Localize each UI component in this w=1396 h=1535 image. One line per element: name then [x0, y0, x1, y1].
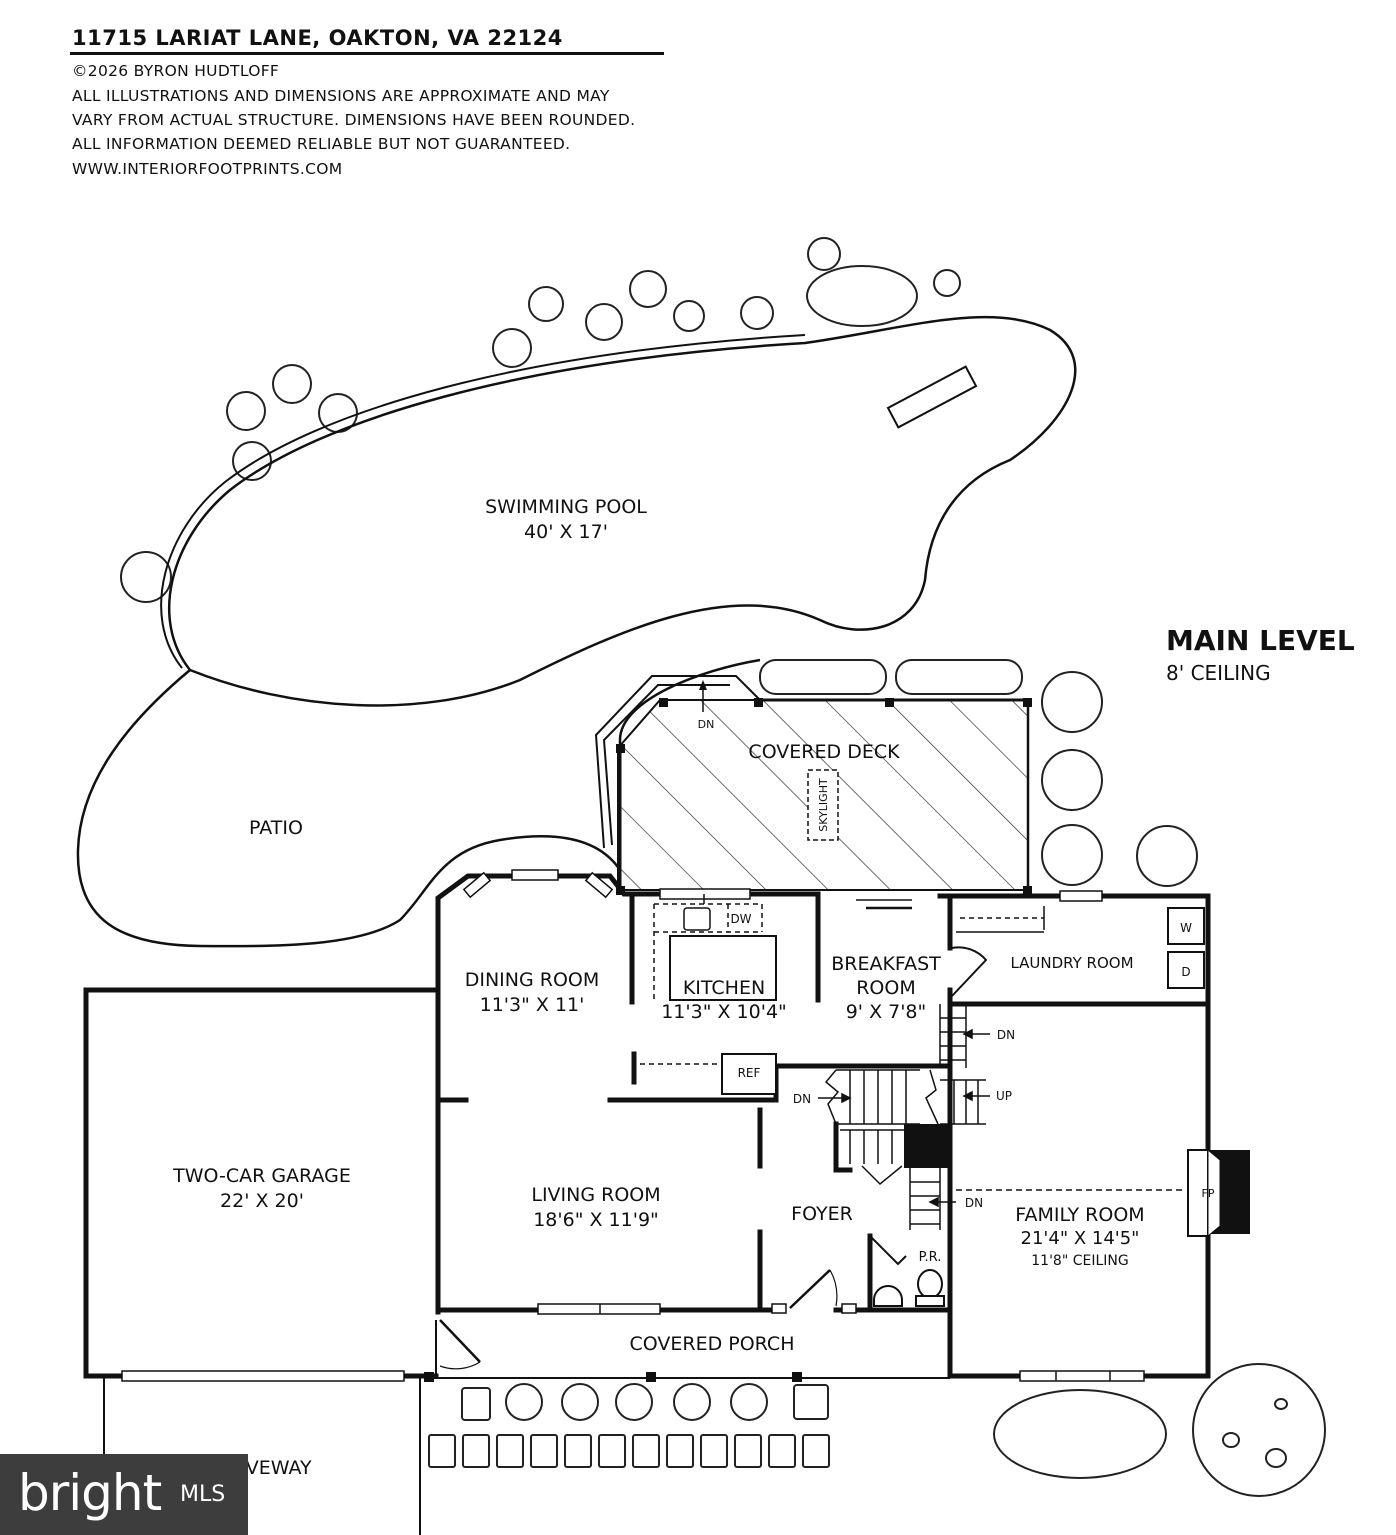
garage-label: TWO-CAR GARAGE: [172, 1165, 351, 1187]
mls-watermark: bright MLS: [0, 1454, 248, 1535]
breakfast-label-2: ROOM: [856, 977, 916, 999]
stairs: [824, 1004, 986, 1230]
deck-label: COVERED DECK: [748, 741, 900, 763]
pool-dimensions: 40' X 17': [524, 521, 608, 543]
property-address: 11715 LARIAT LANE, OAKTON, VA 22124: [72, 26, 563, 50]
deck-outer-edge: [594, 675, 761, 849]
breakfast-dimensions: 9' X 7'8": [846, 1001, 927, 1023]
dryer-label: D: [1181, 965, 1190, 979]
fireplace-label: FP: [1202, 1187, 1215, 1200]
stair-landing: [904, 1124, 952, 1168]
landscape-shrubs: [120, 237, 1326, 1497]
disclaimer-line-2: VARY FROM ACTUAL STRUCTURE. DIMENSIONS H…: [72, 111, 636, 129]
laundry-label: LAUNDRY ROOM: [1010, 954, 1133, 972]
family-dimensions: 21'4" X 14'5": [1021, 1228, 1140, 1249]
laundry-door: [951, 946, 988, 997]
living-label: LIVING ROOM: [531, 1184, 660, 1206]
refrigerator-label: REF: [738, 1066, 761, 1080]
header-rule: [70, 52, 664, 55]
pool-label: SWIMMING POOL: [485, 496, 647, 518]
breakfast-label-1: BREAKFAST: [831, 953, 941, 975]
pool-coping: [160, 334, 806, 669]
patio-label: PATIO: [249, 817, 303, 839]
kitchen-dimensions: 11'3" X 10'4": [661, 1001, 787, 1023]
washer-label: W: [1180, 921, 1192, 935]
living-dimensions: 18'6" X 11'9": [533, 1209, 659, 1231]
kitchen-label: KITCHEN: [683, 977, 765, 999]
front-pavers: [428, 1383, 830, 1468]
front-door: [789, 1269, 831, 1309]
copyright-line: ©2026 BYRON HUDTLOFF: [72, 62, 280, 80]
laundry-fixtures: [956, 906, 1205, 989]
disclaimer-line-3: ALL INFORMATION DEEMED RELIABLE BUT NOT …: [72, 135, 571, 153]
porch-label: COVERED PORCH: [630, 1333, 795, 1355]
house-walls: [83, 873, 1211, 1379]
deck-inner-edge: [602, 684, 730, 846]
kitchen-fixtures: [640, 903, 777, 1095]
dining-dimensions: 11'3" X 11': [480, 994, 585, 1016]
dining-label: DINING ROOM: [465, 969, 600, 991]
watermark-suffix: MLS: [180, 1482, 226, 1507]
diving-board: [886, 365, 978, 429]
stair-dn-label-3: DN: [965, 1196, 983, 1210]
foyer-label: FOYER: [791, 1203, 853, 1225]
website-line: WWW.INTERIORFOOTPRINTS.COM: [72, 160, 343, 178]
family-ceiling: 11'8" CEILING: [1031, 1253, 1128, 1269]
windows: [121, 869, 1145, 1382]
skylight-box: [807, 769, 839, 841]
level-ceiling: 8' CEILING: [1166, 661, 1271, 685]
pool-outline: [168, 315, 1077, 707]
stair-arrows: [818, 1028, 990, 1208]
skylight-label: SKYLIGHT: [817, 778, 830, 832]
family-label: FAMILY ROOM: [1015, 1204, 1144, 1226]
watermark-brand: bright: [18, 1464, 162, 1522]
garage-dimensions: 22' X 20': [220, 1190, 304, 1212]
room-labels: SWIMMING POOL 40' X 17' PATIO COVERED DE…: [172, 496, 1215, 1479]
powder-room-label: P.R.: [919, 1250, 942, 1265]
disclaimer-line-1: ALL ILLUSTRATIONS AND DIMENSIONS ARE APP…: [72, 87, 610, 105]
powder-room-fixtures: [873, 1269, 945, 1307]
level-title: MAIN LEVEL: [1166, 624, 1355, 657]
stair-dn-label-2: DN: [793, 1092, 811, 1106]
stair-dn-label-1: DN: [997, 1028, 1015, 1042]
deck-stair-dn: DN: [698, 718, 715, 731]
garage-door: [439, 1319, 481, 1363]
dishwasher-label: DW: [730, 912, 751, 926]
stair-up-label: UP: [996, 1089, 1012, 1103]
